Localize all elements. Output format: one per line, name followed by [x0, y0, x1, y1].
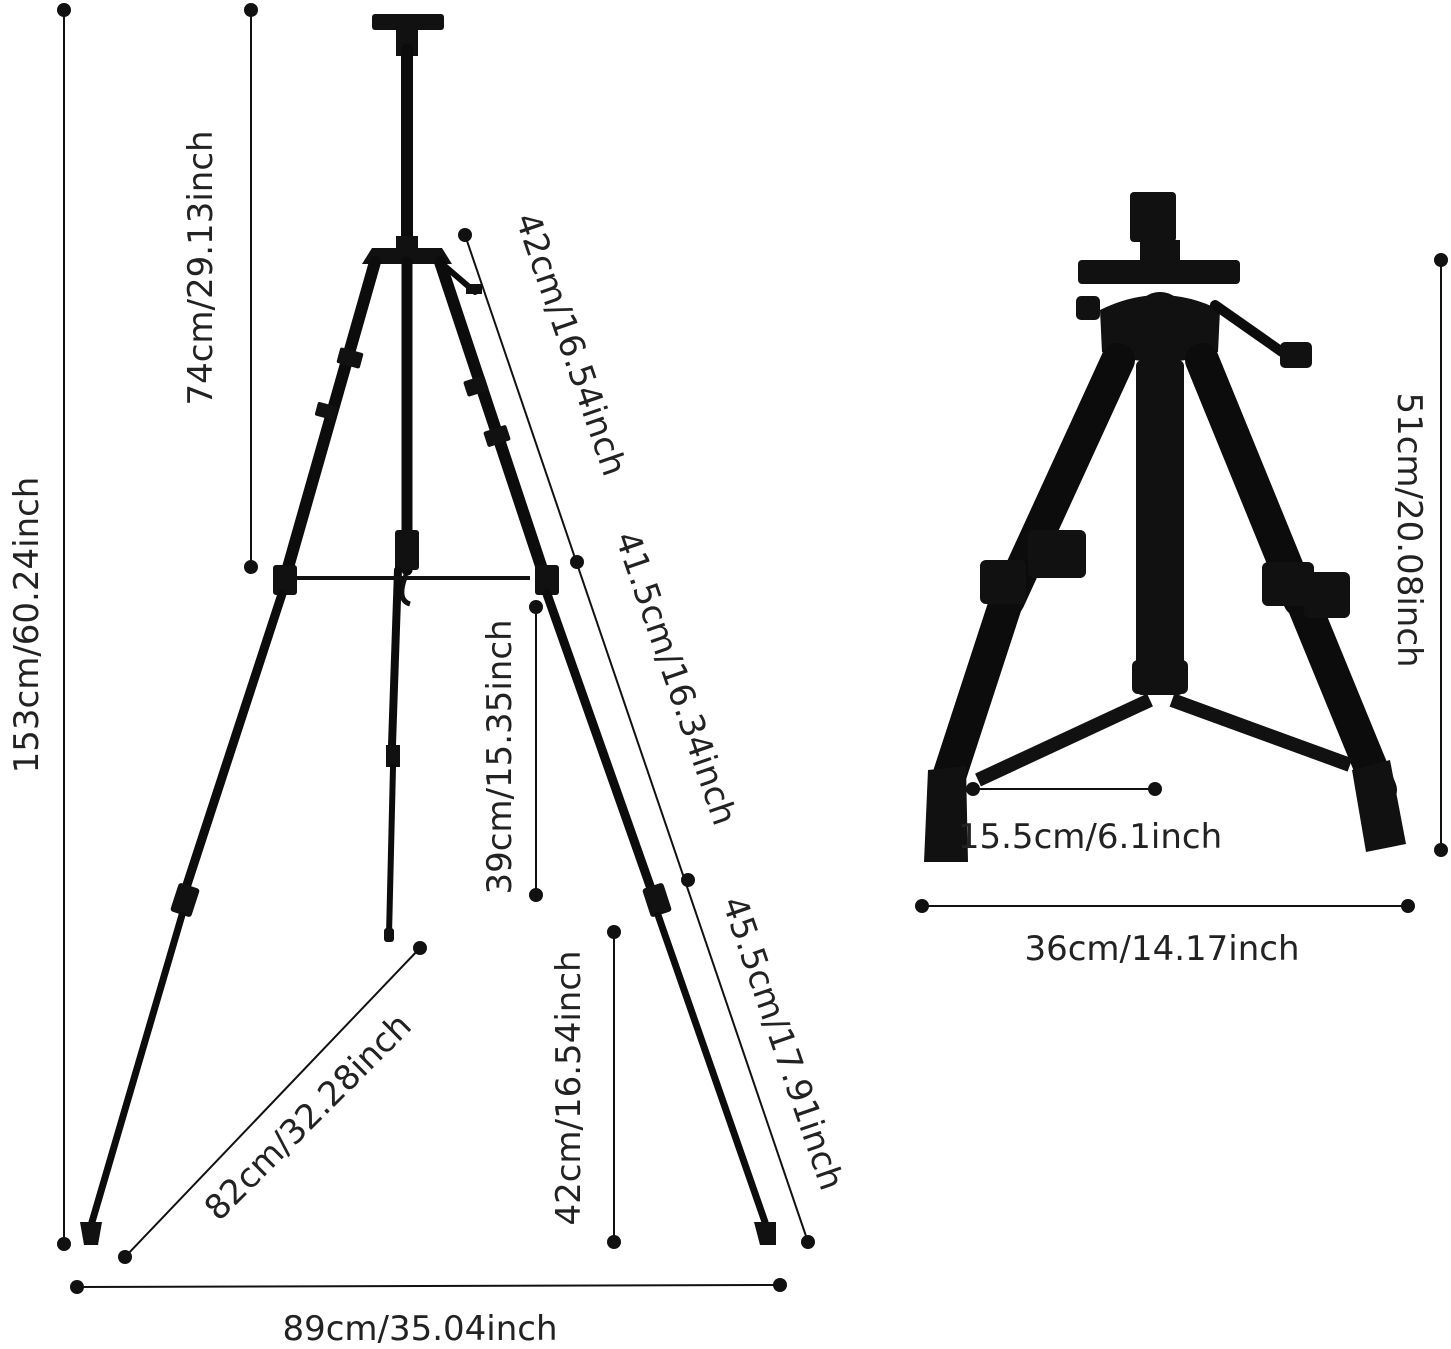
leg-segments-dimension-line — [458, 228, 815, 1249]
full-easel-illustration — [80, 14, 776, 1245]
total-height-dimension-line — [57, 3, 71, 1251]
folded-height-label: 51cm/20.08inch — [1389, 392, 1429, 667]
center-pole-label: 74cm/29.13inch — [181, 130, 221, 405]
rear-leg-low-dimension-line — [607, 925, 621, 1249]
base-width-label: 89cm/35.04inch — [282, 1309, 557, 1349]
leg-spread-dimension-line — [118, 941, 427, 1264]
rear-leg-mid-dimension-line — [529, 600, 543, 902]
rear-leg-mid-label: 39cm/15.35inch — [480, 619, 520, 894]
base-width-dimension-line — [70, 1278, 787, 1294]
brace-label: 15.5cm/6.1inch — [958, 817, 1222, 857]
folded-width-label: 36cm/14.17inch — [1024, 929, 1299, 969]
brace-dimension-line — [966, 782, 1162, 796]
leg-lower-label: 45.5cm/17.91inch — [713, 892, 851, 1196]
rear-leg-low-label: 42cm/16.54inch — [549, 950, 589, 1225]
leg-spread-label: 82cm/32.28inch — [197, 1006, 420, 1229]
center-pole-dimension-line — [244, 3, 258, 574]
folded-easel-illustration — [924, 192, 1406, 862]
folded-width-dimension-line — [915, 899, 1415, 913]
leg-middle-label: 41.5cm/16.34inch — [606, 527, 744, 831]
total-height-label: 153cm/60.24inch — [7, 477, 47, 774]
folded-height-dimension-line — [1434, 253, 1448, 857]
leg-upper-label: 42cm/16.54inch — [507, 208, 634, 481]
